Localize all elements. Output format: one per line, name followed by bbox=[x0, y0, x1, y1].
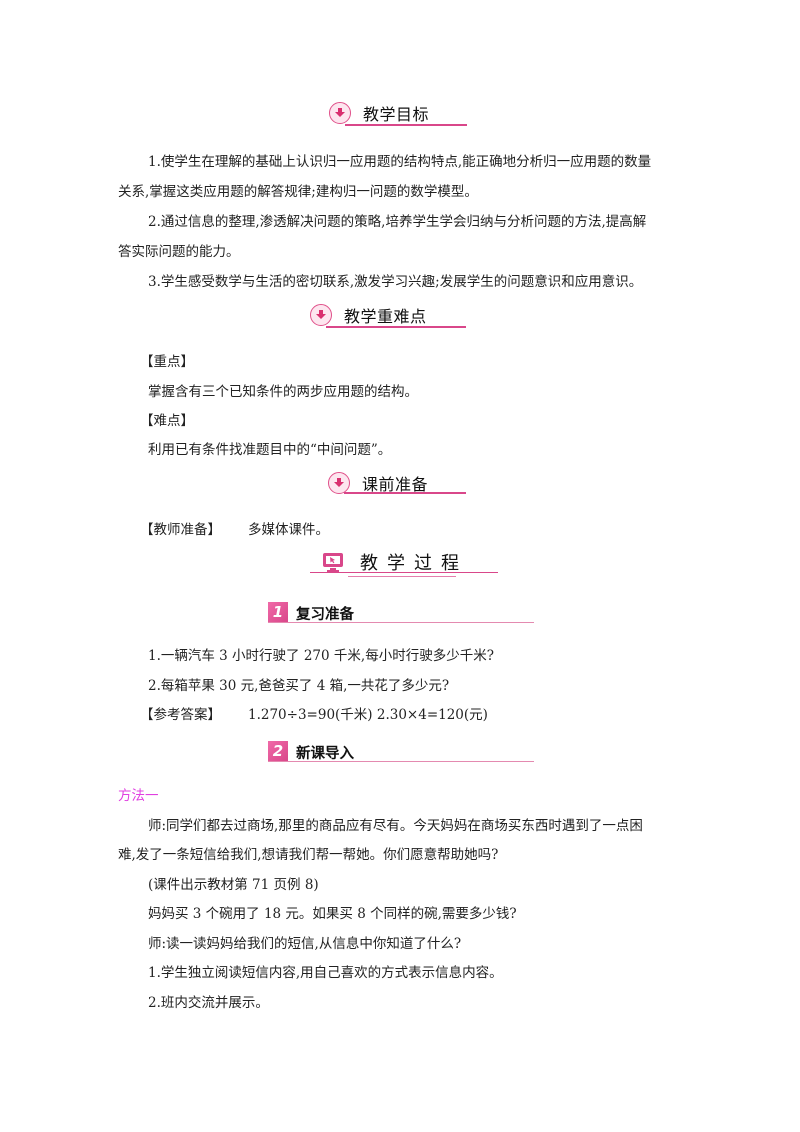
download-arrow-icon bbox=[328, 472, 350, 494]
header-title: 教学目标 bbox=[363, 105, 430, 124]
header-underline-secondary bbox=[348, 576, 456, 577]
goal-line: 关系,掌握这类应用题的解答规律;建构归一问题的数学模型。 bbox=[118, 184, 478, 200]
section-title: 新课导入 bbox=[296, 746, 354, 762]
goal-line: 1.使学生在理解的基础上认识归一应用题的结构特点,能正确地分析归一应用题的数量 bbox=[148, 154, 652, 170]
answer-text: 1.270÷3=90(千米) 2.30×4=120(元) bbox=[248, 707, 488, 723]
section-title: 复习准备 bbox=[296, 607, 354, 623]
intro-paragraph: 妈妈买 3 个碗用了 18 元。如果买 8 个同样的碗,需要多少钱? bbox=[148, 906, 517, 922]
intro-paragraph: 2.班内交流并展示。 bbox=[148, 995, 269, 1011]
intro-paragraph: 难,发了一条短信给我们,想请我们帮一帮她。你们愿意帮助她吗? bbox=[118, 847, 499, 863]
review-question: 1.一辆汽车 3 小时行驶了 270 千米,每小时行驶多少千米? bbox=[148, 648, 494, 664]
section-header-preparation: 课前准备 bbox=[328, 471, 428, 495]
goal-line: 答实际问题的能力。 bbox=[118, 244, 240, 260]
focus-label: 【重点】 bbox=[140, 354, 194, 370]
header-underline bbox=[310, 572, 498, 574]
goal-line: 3.学生感受数学与生活的密切联系,激发学习兴趣;发展学生的问题意识和应用意识。 bbox=[148, 274, 643, 290]
section-header-goals: 教学目标 bbox=[329, 101, 429, 125]
header-title: 教学重难点 bbox=[344, 307, 427, 326]
section-number-badge: 1 bbox=[268, 602, 288, 622]
preparation-text: 多媒体课件。 bbox=[248, 522, 329, 538]
difficulty-label: 【难点】 bbox=[140, 413, 194, 429]
intro-paragraph: 师:同学们都去过商场,那里的商品应有尽有。今天妈妈在商场买东西时遇到了一点困 bbox=[148, 818, 643, 834]
header-title: 教学过程 bbox=[360, 553, 468, 574]
intro-paragraph: 师:读一读妈妈给我们的短信,从信息中你知道了什么? bbox=[148, 936, 462, 952]
header-underline bbox=[326, 326, 466, 328]
section-number-badge: 2 bbox=[268, 741, 288, 761]
preparation-label: 【教师准备】 bbox=[140, 522, 221, 538]
goal-line: 2.通过信息的整理,渗透解决问题的策略,培养学生学会归纳与分析问题的方法,提高解 bbox=[148, 214, 647, 230]
difficulty-text: 利用已有条件找准题目中的“中间问题”。 bbox=[148, 442, 392, 458]
section-underline bbox=[268, 622, 534, 623]
download-arrow-icon bbox=[310, 304, 332, 326]
method-label: 方法一 bbox=[118, 788, 159, 804]
header-title: 课前准备 bbox=[362, 475, 429, 494]
focus-text: 掌握含有三个已知条件的两步应用题的结构。 bbox=[148, 384, 418, 400]
intro-paragraph: 1.学生独立阅读短信内容,用自己喜欢的方式表示信息内容。 bbox=[148, 965, 503, 981]
section-header-process: 教学过程 bbox=[322, 549, 468, 575]
header-underline bbox=[344, 492, 466, 494]
answer-label: 【参考答案】 bbox=[140, 707, 221, 723]
review-question: 2.每箱苹果 30 元,爸爸买了 4 箱,一共花了多少元? bbox=[148, 678, 450, 694]
intro-paragraph: (课件出示教材第 71 页例 8) bbox=[148, 877, 319, 893]
download-arrow-icon bbox=[329, 102, 351, 124]
monitor-icon bbox=[323, 553, 343, 572]
section-header-key-points: 教学重难点 bbox=[310, 303, 427, 327]
section-underline bbox=[268, 761, 534, 762]
header-underline bbox=[345, 124, 467, 126]
